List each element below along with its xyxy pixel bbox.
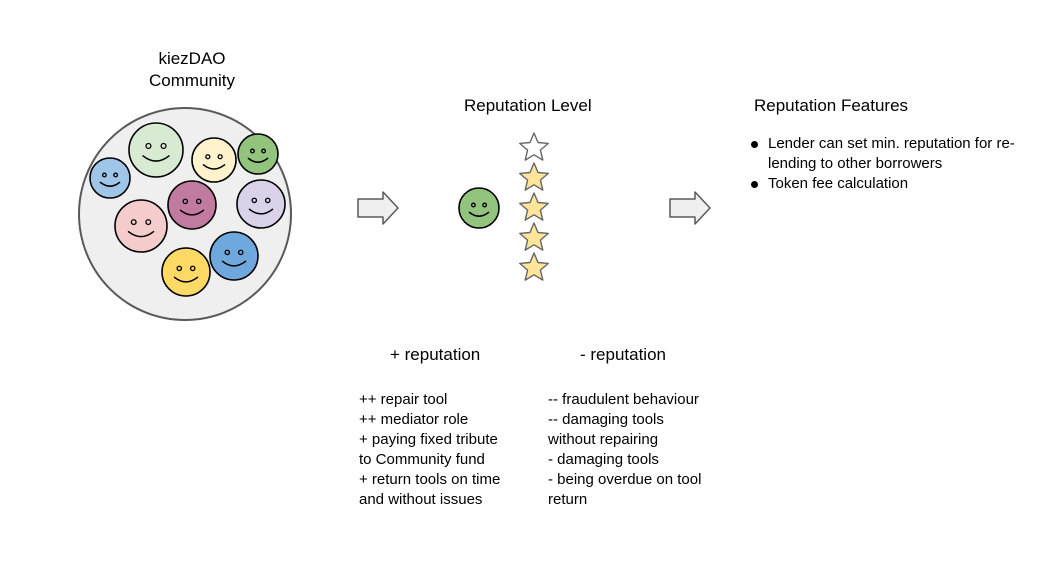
smiley-face-icon [128, 122, 184, 178]
positive-reputation-list: ++ repair tool ++ mediator role + paying… [359, 390, 500, 510]
star-icon [519, 162, 549, 191]
negative-rule-line: without repairing [548, 431, 659, 448]
reputation-stars [519, 132, 549, 281]
positive-reputation-title: + reputation [390, 345, 481, 364]
positive-rule-line: + return tools on time [359, 471, 501, 488]
reputation-features-list: Lender can set min. reputation for re-le… [750, 134, 1028, 194]
community-title-line2: Community [149, 71, 235, 90]
positive-rule-line: ++ mediator role [359, 411, 469, 428]
community-title: kiezDAO Community [92, 48, 292, 92]
smiley-face-icon [114, 199, 168, 253]
positive-rule-line: and without issues [359, 491, 483, 508]
smiley-face-icon [161, 247, 211, 297]
community-group [78, 107, 292, 321]
community-members [89, 122, 286, 297]
reputation-level-title: Reputation Level [464, 96, 592, 115]
negative-rule-line: return [548, 491, 588, 508]
star-icon [519, 222, 549, 251]
negative-rule-line: - damaging tools [548, 451, 659, 468]
smiley-face-icon [191, 137, 237, 183]
positive-rule-line: + paying fixed tribute [359, 431, 498, 448]
negative-rule-line: -- fraudulent behaviour [548, 391, 699, 408]
reputation-features-title: Reputation Features [754, 96, 909, 115]
smiley-face-icon [167, 180, 217, 230]
smiley-face-icon [458, 187, 500, 229]
community-title-line1: kiezDAO [158, 49, 226, 68]
negative-reputation-title: - reputation [580, 345, 666, 364]
feature-item: Token fee calculation [750, 174, 1028, 194]
negative-rule-line: -- damaging tools [548, 411, 664, 428]
arrow-icon-level-to-features [669, 191, 711, 225]
smiley-face-icon [236, 179, 286, 229]
star-icon [519, 192, 549, 221]
arrow-icon-community-to-level [357, 191, 399, 225]
positive-rule-line: to Community fund [359, 451, 485, 468]
reputation-member-smiley [458, 187, 500, 229]
negative-rule-line: - being overdue on tool [548, 471, 702, 488]
positive-rule-line: ++ repair tool [359, 391, 448, 408]
star-icon [519, 132, 549, 161]
negative-reputation-list: -- fraudulent behaviour -- damaging tool… [548, 390, 701, 510]
smiley-face-icon [237, 133, 279, 175]
smiley-face-icon [89, 157, 131, 199]
smiley-face-icon [209, 231, 259, 281]
star-icon [519, 252, 549, 281]
feature-item: Lender can set min. reputation for re-le… [750, 134, 1028, 174]
